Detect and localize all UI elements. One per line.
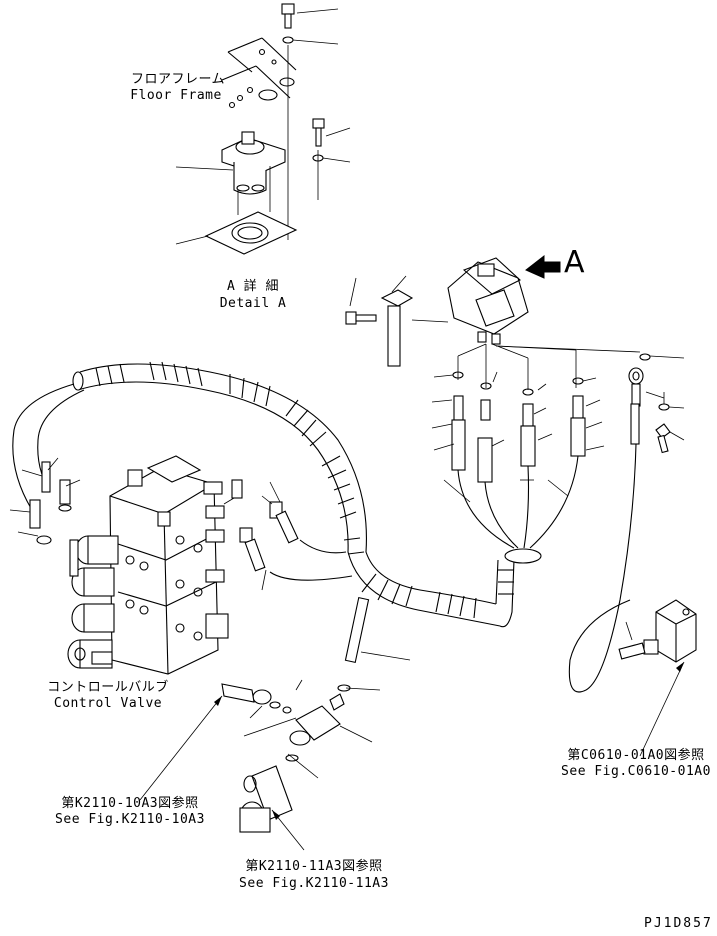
ref-c0610-01a0-en: See Fig.C0610-01A0 xyxy=(561,764,711,779)
ref-k2110-11a3-jp: 第K2110-11A3図参照 xyxy=(245,859,383,874)
hose-bundle xyxy=(12,361,542,628)
floor-frame-label-jp: フロアフレーム xyxy=(130,72,226,87)
ref-k2110-10a3-en: See Fig.K2110-10A3 xyxy=(55,812,205,827)
control-valve xyxy=(9,455,299,675)
detail-a-label-jp: A 詳 細 xyxy=(227,279,279,294)
control-valve-label-jp: コントロールバルブ xyxy=(47,680,169,695)
ref-k2110-11a3-en: See Fig.K2110-11A3 xyxy=(239,876,389,891)
ref-c0610-01a0-jp: 第C0610-01A0図参照 xyxy=(567,748,705,763)
hose-fittings-right xyxy=(431,395,640,693)
pilot-valve-assembly xyxy=(345,254,685,454)
right-switch xyxy=(618,599,697,757)
control-valve-label-en: Control Valve xyxy=(53,696,163,711)
drawing-code: PJ1D857 xyxy=(644,916,713,931)
detail-a-label-en: Detail A xyxy=(219,296,287,311)
detail-a-assembly xyxy=(175,3,351,255)
pressure-switch-parts xyxy=(139,597,411,851)
view-marker-a: A xyxy=(564,245,586,280)
floor-frame-label-en: Floor Frame xyxy=(130,88,222,103)
ref-k2110-10a3-jp: 第K2110-10A3図参照 xyxy=(61,796,199,811)
